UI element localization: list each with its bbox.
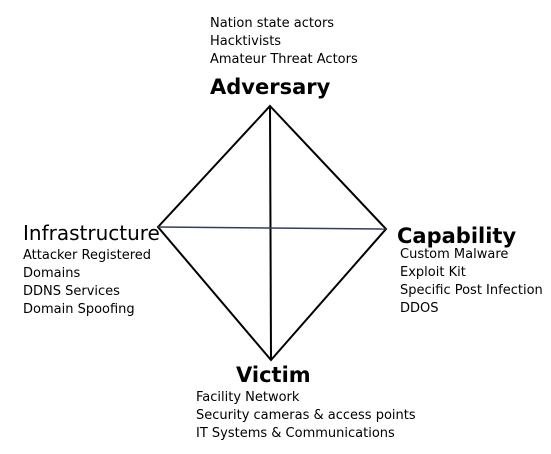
infrastructure-item: Domain Spoofing <box>23 302 135 317</box>
adversary-title: Adversary <box>210 75 331 99</box>
victim-title: Victim <box>236 363 311 387</box>
capability-item: Exploit Kit <box>400 265 466 280</box>
horizontal-axis <box>157 226 387 230</box>
infrastructure-item: Domains <box>23 266 81 281</box>
capability-item: Custom Malware <box>400 247 509 262</box>
capability-item: DDOS <box>400 301 439 316</box>
adversary-item: Nation state actors <box>210 16 335 31</box>
infrastructure-item: DDNS Services <box>23 284 120 299</box>
infrastructure-title: Infrastructure <box>23 221 160 245</box>
victim-list: Facility Network Security cameras & acce… <box>196 389 416 443</box>
vertical-axis <box>269 105 272 361</box>
infrastructure-list: Attacker Registered Domains DDNS Service… <box>23 247 151 319</box>
capability-title: Capability <box>397 224 517 248</box>
infrastructure-item: Attacker Registered <box>23 248 152 263</box>
diamond-outline <box>156 104 388 362</box>
victim-item: Security cameras & access points <box>196 408 416 423</box>
victim-item: Facility Network <box>196 390 300 405</box>
adversary-item: Hacktivists <box>210 34 282 49</box>
adversary-item: Amateur Threat Actors <box>210 52 358 67</box>
capability-item: Specific Post Infection <box>400 283 543 298</box>
victim-item: IT Systems & Communications <box>196 426 395 441</box>
capability-list: Custom Malware Exploit Kit Specific Post… <box>400 246 543 318</box>
adversary-list: Nation state actors Hacktivists Amateur … <box>210 15 358 69</box>
